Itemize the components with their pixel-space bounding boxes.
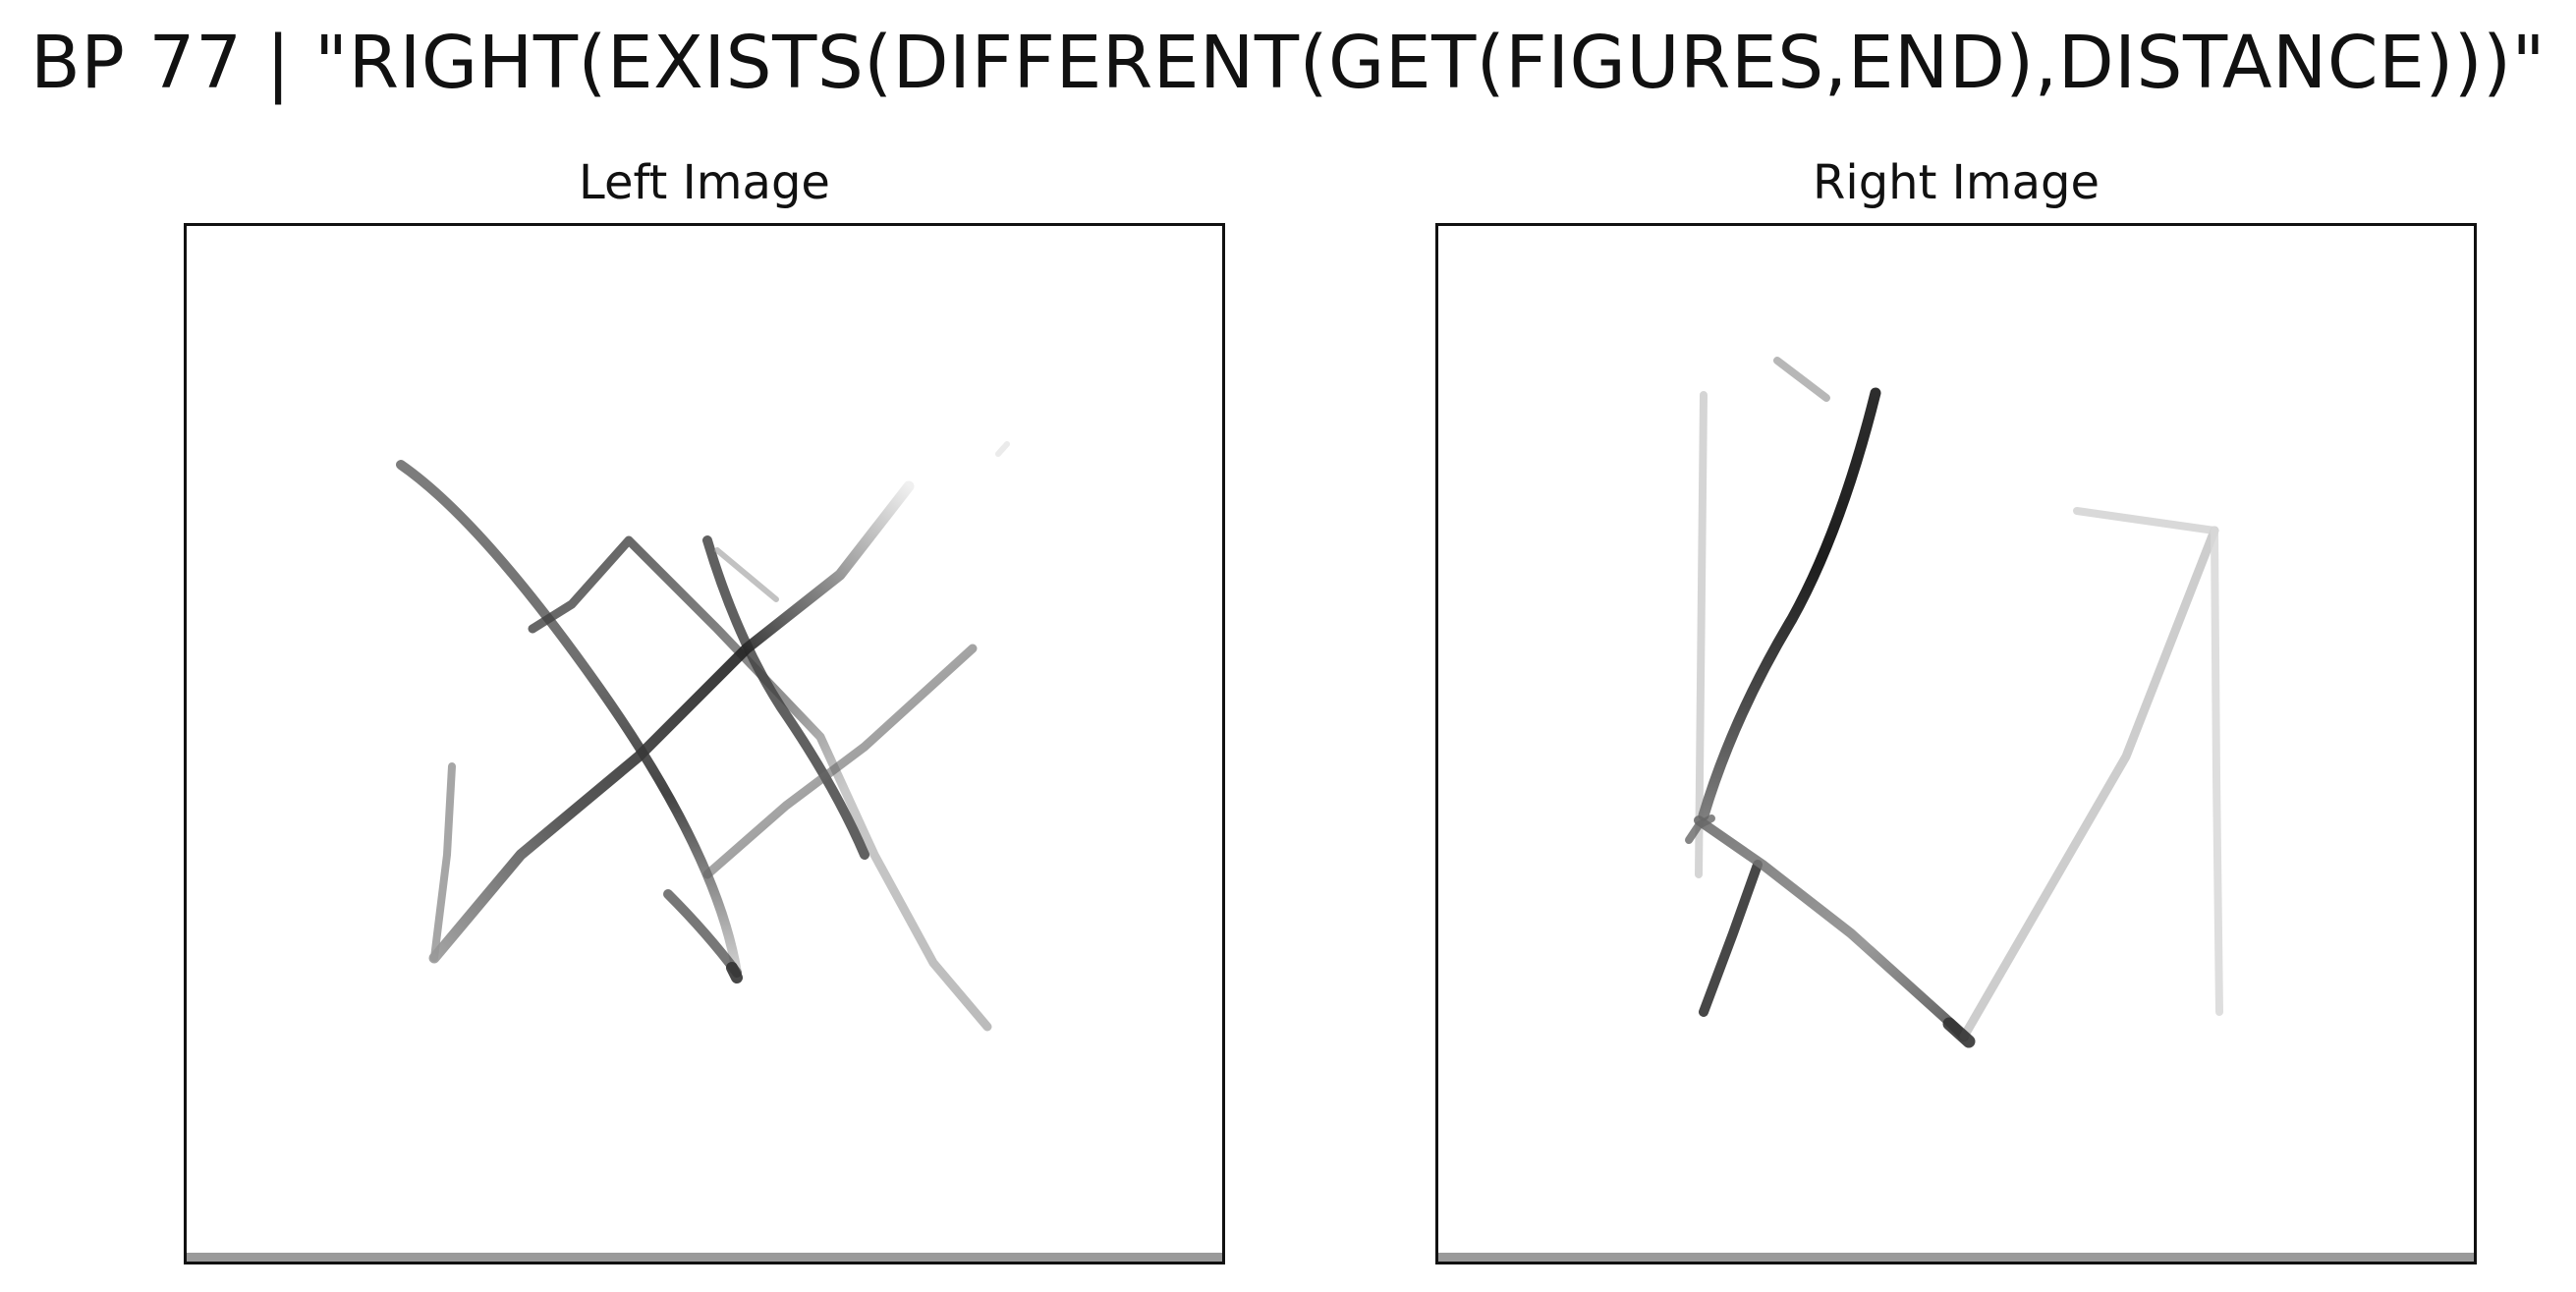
left-image-panel [184, 223, 1225, 1264]
right-stroke-drawing [1685, 357, 2223, 1048]
right-image-label: Right Image [1813, 155, 2100, 210]
right-image-panel [1435, 223, 2477, 1264]
left-stroke-drawing [396, 441, 1010, 1032]
figure-title: BP 77 | "RIGHT(EXISTS(DIFFERENT(GET(FIGU… [30, 21, 2546, 105]
left-image-label: Left Image [579, 155, 830, 210]
